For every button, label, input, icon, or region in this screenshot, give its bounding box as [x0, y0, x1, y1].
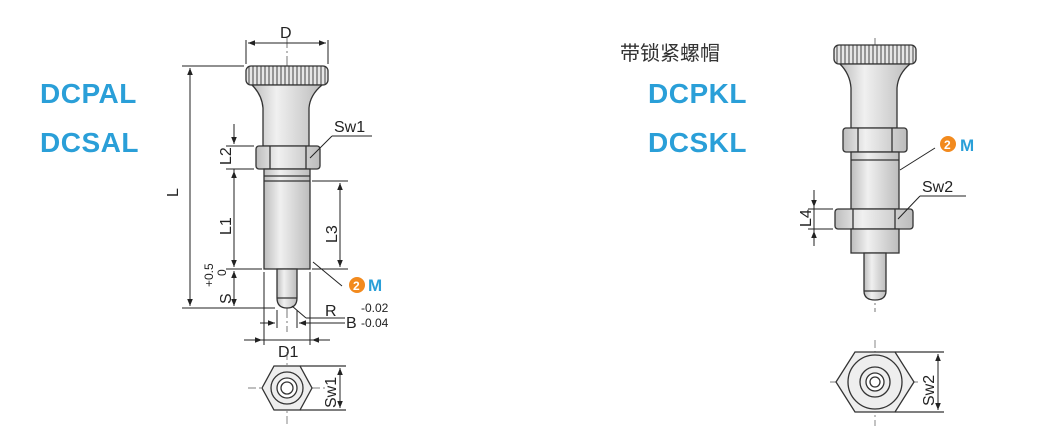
dim-B-tol-lower: -0.04: [361, 316, 389, 330]
dim-B-tol-upper: -0.02: [361, 301, 389, 315]
dim-S: S: [218, 293, 235, 304]
knob-grip: [838, 63, 912, 129]
dim-B: B: [346, 315, 357, 332]
dim-Sw2-end: Sw2: [921, 375, 938, 406]
left-dim-labels: D L L2 L1 L3 S +0.5 0 Sw1 R B -0.02 -0.0…: [165, 25, 389, 361]
knurled-knob: [245, 65, 329, 86]
right-plunger: [833, 38, 917, 312]
caption-with-lock-nut: 带锁紧螺帽: [620, 41, 720, 65]
right-end-view: [830, 340, 944, 426]
knurled-knob: [833, 44, 917, 65]
badge-letter: M: [960, 136, 974, 155]
knob-grip: [250, 84, 324, 147]
dim-Sw1-end: Sw1: [323, 377, 340, 408]
model-code-dcsal: DCSAL: [40, 127, 139, 158]
badge-number: 2: [944, 138, 951, 152]
dim-L2: L2: [218, 147, 235, 165]
plunger-pin: [276, 268, 298, 309]
dim-D1: D1: [278, 344, 299, 361]
dim-Sw2: Sw2: [922, 179, 953, 196]
threaded-body: [263, 168, 311, 270]
badge-letter: M: [368, 276, 382, 295]
model-code-dcpkl: DCPKL: [648, 78, 747, 109]
dim-L4: L4: [798, 209, 815, 227]
plunger-pin: [863, 252, 887, 301]
badge-number: 2: [353, 279, 360, 293]
lock-nut: [834, 208, 914, 230]
threaded-body: [850, 151, 900, 210]
left-plunger: [245, 38, 329, 332]
dim-Sw1: Sw1: [334, 119, 365, 136]
model-code-dcskl: DCSKL: [648, 127, 747, 158]
left-dimensions: [182, 40, 372, 345]
left-material-badge: 2 M: [349, 276, 382, 295]
dim-S-tol-plus: +0.5: [202, 263, 216, 287]
right-material-badge: 2 M: [940, 136, 974, 155]
left-end-view: [248, 352, 346, 424]
dim-D: D: [280, 25, 292, 42]
threaded-body-lower: [850, 228, 900, 254]
dim-L1: L1: [218, 217, 235, 235]
dim-L3: L3: [324, 225, 341, 243]
dim-R: R: [325, 303, 337, 320]
dim-S-tol-zero: 0: [215, 269, 229, 276]
dim-L: L: [165, 188, 182, 197]
hex-nut-top: [842, 127, 908, 153]
right-dimensions: [808, 147, 966, 246]
model-code-dcpal: DCPAL: [40, 78, 137, 109]
